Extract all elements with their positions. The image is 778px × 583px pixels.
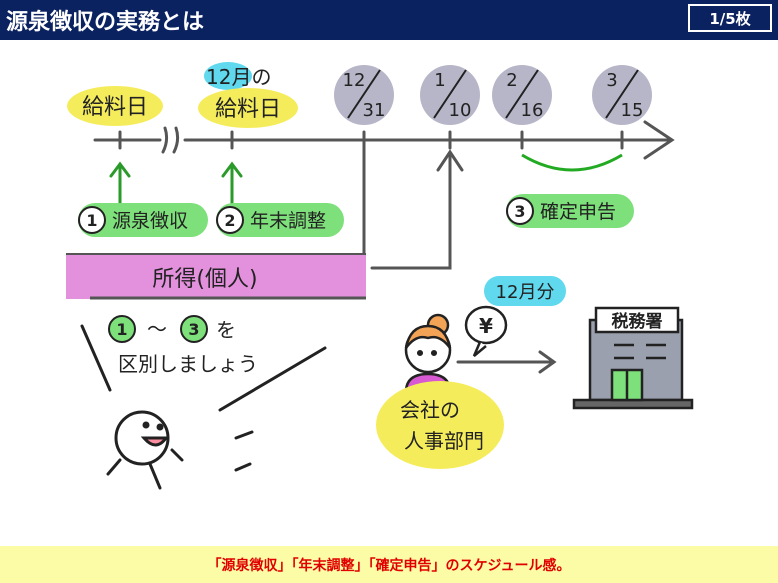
svg-text:人事部門: 人事部門 — [404, 429, 484, 453]
income-connectors — [362, 146, 464, 270]
hr-person-icon — [404, 313, 452, 394]
svg-text:源泉徴収: 源泉徴収 — [112, 210, 188, 232]
yen-bubble: ¥ — [464, 305, 508, 357]
filing-period-bracket — [521, 153, 623, 172]
footer-caption: 「源泉徴収」「年末調整」「確定申告」のスケジュール感。 — [207, 557, 571, 574]
december-label: 12月の — [206, 65, 271, 89]
hr-department-label: 会社の 人事部門 — [376, 381, 504, 469]
svg-text:3: 3 — [188, 320, 199, 339]
svg-text:16: 16 — [521, 100, 544, 121]
svg-text:1: 1 — [86, 211, 97, 230]
timeline-axis — [93, 120, 675, 160]
svg-text:¥: ¥ — [479, 314, 493, 338]
svg-text:～: ～ — [147, 317, 167, 341]
svg-text:会社の: 会社の — [400, 398, 460, 422]
svg-text:3: 3 — [514, 202, 525, 221]
date-12-31: 12 31 — [334, 65, 394, 125]
speech-lines — [80, 324, 327, 472]
svg-text:12月分: 12月分 — [496, 282, 555, 303]
step-2-year-end-adjustment: 2 年末調整 — [216, 203, 344, 237]
date-3-15: 3 15 — [592, 65, 652, 125]
svg-text:15: 15 — [621, 100, 644, 121]
svg-text:3: 3 — [606, 70, 617, 91]
svg-text:10: 10 — [449, 100, 472, 121]
svg-text:年末調整: 年末調整 — [250, 210, 326, 232]
tax-office-building: 税務署 — [572, 306, 694, 410]
speech-text: 1 ～ 3 を 区別しましょう — [108, 315, 258, 376]
arrow-to-payday — [109, 161, 243, 207]
income-bar: 所得(個人) — [66, 253, 366, 300]
payday-label: 給料日 — [82, 95, 148, 120]
payment-arrow — [456, 350, 557, 374]
svg-text:2: 2 — [506, 70, 517, 91]
svg-text:2: 2 — [224, 211, 235, 230]
dec-payday-highlight — [198, 88, 298, 128]
svg-text:を: を — [216, 318, 236, 342]
date-1-10: 1 10 — [420, 65, 480, 125]
svg-text:区別しましょう: 区別しましょう — [118, 352, 258, 376]
dec-payday-label: 給料日 — [215, 97, 281, 122]
payday-highlight — [67, 86, 163, 126]
dec-label-highlight — [204, 62, 252, 90]
step-1-withholding: 1 源泉徴収 — [78, 203, 208, 237]
month-bubble: 12月分 — [484, 276, 566, 306]
svg-text:1: 1 — [434, 70, 445, 91]
svg-text:所得(個人): 所得(個人) — [152, 267, 257, 292]
page-indicator: 1/5枚 — [688, 4, 772, 32]
footer-caption-bar: 「源泉徴収」「年末調整」「確定申告」のスケジュール感。 — [0, 546, 778, 583]
header-bar: 源泉徴収の実務とは 1/5枚 — [0, 0, 778, 40]
svg-text:31: 31 — [363, 100, 386, 121]
svg-text:税務署: 税務署 — [612, 311, 663, 332]
schedule-illustration: 給料日 12月の 給料日 12 31 1 10 2 16 3 15 — [66, 62, 694, 490]
step-3-tax-return: 3 確定申告 — [506, 194, 634, 228]
stick-figure-character — [106, 410, 184, 490]
page-title: 源泉徴収の実務とは — [6, 10, 205, 35]
date-2-16: 2 16 — [492, 65, 552, 125]
svg-text:確定申告: 確定申告 — [540, 201, 616, 223]
svg-text:1: 1 — [116, 320, 127, 339]
svg-text:12: 12 — [343, 70, 366, 91]
